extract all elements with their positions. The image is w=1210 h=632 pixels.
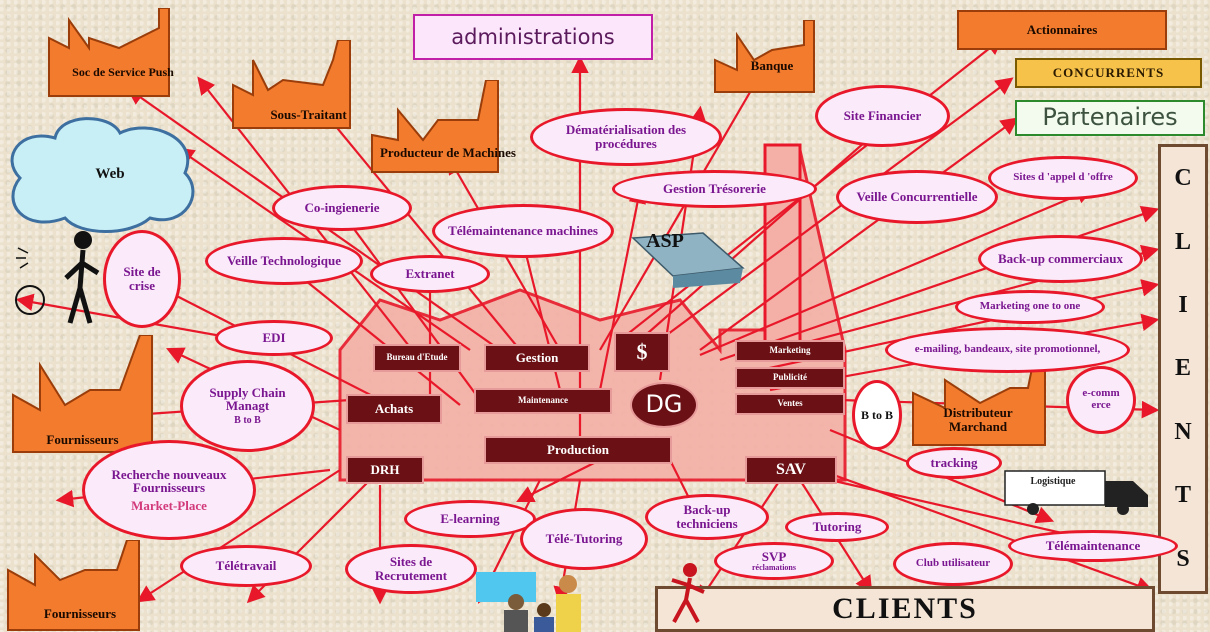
ecommerce-oval: e-comm erce xyxy=(1066,366,1136,434)
soc-service-push-label: Soc de Service Push xyxy=(72,64,174,79)
fournisseurs-bottom-label: Fournisseurs xyxy=(43,606,117,622)
supply-chain-label: Supply Chain Managt xyxy=(209,384,286,414)
recherche-fournisseurs-label: Recherche nouveaux Fournisseurs xyxy=(111,466,227,496)
veille-technologique-oval: Veille Technologique xyxy=(205,237,363,285)
publicite-box: Publicité xyxy=(735,367,845,389)
svp-sub-label: réclamations xyxy=(752,562,796,572)
factory-icon xyxy=(7,540,140,631)
connection-arrow xyxy=(659,77,1014,341)
truck-icon xyxy=(1004,470,1148,515)
connection-arrow xyxy=(699,187,1095,357)
supply-chain-oval: Supply Chain Managt B to B xyxy=(180,360,315,452)
connection-arrow xyxy=(697,479,781,604)
clients-vertical-box: C L I E N T S xyxy=(1158,144,1208,594)
partenaires-box: Partenaires xyxy=(1015,100,1205,136)
supply-chain-b2b-label: B to B xyxy=(234,414,261,426)
clients-letter: L xyxy=(1174,228,1191,255)
tutoring-oval: Tutoring xyxy=(785,512,889,542)
ventes-box: Ventes xyxy=(735,393,845,415)
running-figure-icon xyxy=(671,563,705,623)
sites-recrutement-oval: Sites de Recrutement xyxy=(345,544,477,594)
factory-icon xyxy=(232,40,351,129)
banque-label: Banque xyxy=(750,58,794,74)
recherche-fournisseurs-oval: Recherche nouveaux Fournisseurs Market-P… xyxy=(82,440,256,540)
svp-oval: SVP réclamations xyxy=(714,542,834,580)
marketing-one-to-one-oval: Marketing one to one xyxy=(955,290,1105,324)
maintenance-box: Maintenance xyxy=(474,388,612,414)
factory-icon xyxy=(912,368,1046,446)
asp-server-icon xyxy=(631,232,745,288)
administrations-box: administrations xyxy=(413,14,653,60)
market-place-label: Market-Place xyxy=(131,497,207,513)
asp-label: ASP xyxy=(646,229,684,252)
backup-commerciaux-oval: Back-up commerciaux xyxy=(978,235,1143,283)
backup-techniciens-oval: Back-up techniciens xyxy=(645,494,769,540)
achats-box: Achats xyxy=(346,394,442,424)
btob-oval: B to B xyxy=(852,380,902,450)
distributeur-marchand-label: Distributeur Marchand xyxy=(943,405,1013,434)
fournisseurs-top-label: Fournisseurs xyxy=(46,432,119,448)
clients-letter: S xyxy=(1176,545,1190,572)
elearning-oval: E-learning xyxy=(404,500,536,538)
sav-box: SAV xyxy=(745,456,837,484)
connection-arrow xyxy=(819,468,1155,594)
clients-bottom-box: CLIENTS xyxy=(655,586,1155,632)
veille-concurrentielle-oval: Veille Concurrentielle xyxy=(836,170,998,224)
production-box: Production xyxy=(484,436,672,464)
club-utilisateur-oval: Club utilisateur xyxy=(893,542,1013,586)
svp-label: SVP xyxy=(761,548,787,564)
site-de-crise-oval: Site de crise xyxy=(103,230,181,328)
site-financier-oval: Site Financier xyxy=(815,85,950,147)
edi-oval: EDI xyxy=(215,320,333,356)
co-ingienerie-oval: Co-ingienerie xyxy=(272,185,412,231)
bureau-etude-box: Bureau d'Etude xyxy=(373,344,461,372)
web-label: Web xyxy=(95,166,125,183)
extranet-oval: Extranet xyxy=(370,255,490,293)
dollar-box: $ xyxy=(614,332,670,372)
factory-icon xyxy=(12,335,153,453)
connection-arrow xyxy=(699,117,1019,351)
factory-icon xyxy=(714,20,815,93)
sites-appel-offre-oval: Sites d 'appel d 'offre xyxy=(988,156,1138,200)
telemaintenance-oval: Télémaintenance xyxy=(1008,530,1178,562)
producteur-machines-label: Producteur de Machines xyxy=(379,145,516,161)
gestion-tresorerie-oval: Gestion Trésorerie xyxy=(612,170,817,208)
drh-box: DRH xyxy=(346,456,424,484)
logistique-label: Logistique xyxy=(1030,475,1076,487)
marketing-box: Marketing xyxy=(735,340,845,362)
factory-icon xyxy=(371,80,499,173)
clients-letter: T xyxy=(1174,482,1191,509)
clients-letter: E xyxy=(1174,355,1191,382)
tracking-oval: tracking xyxy=(906,447,1002,479)
people-group-icon xyxy=(476,572,581,632)
dg-circle: DG xyxy=(630,382,698,428)
sous-traitant-label: Sous-Traitant xyxy=(270,107,347,123)
web-cloud-icon xyxy=(10,117,195,233)
connection-arrow xyxy=(599,71,763,351)
teletravail-oval: Télétravail xyxy=(180,545,312,587)
gestion-box: Gestion xyxy=(484,344,590,372)
dematerialisation-oval: Dématérialisation des procédures xyxy=(530,108,722,166)
emailing-oval: e-mailing, bandeaux, site promotionnel, xyxy=(885,327,1130,373)
tele-tutoring-oval: Télé-Tutoring xyxy=(520,508,648,570)
concurrents-box: CONCURRENTS xyxy=(1015,58,1202,88)
clients-letter: C xyxy=(1174,165,1192,192)
connection-arrow xyxy=(639,117,894,341)
factory-icon xyxy=(48,8,170,97)
clients-letter: N xyxy=(1174,418,1192,445)
clients-letter: I xyxy=(1178,291,1188,318)
actionnaires-box: Actionnaires xyxy=(957,10,1167,50)
thinking-person-icon xyxy=(15,231,100,324)
connection-arrow xyxy=(598,185,647,391)
telemaintenance-machines-oval: Télémaintenance machines xyxy=(432,204,614,258)
connection-arrow xyxy=(307,91,521,351)
connection-arrow xyxy=(136,469,341,603)
